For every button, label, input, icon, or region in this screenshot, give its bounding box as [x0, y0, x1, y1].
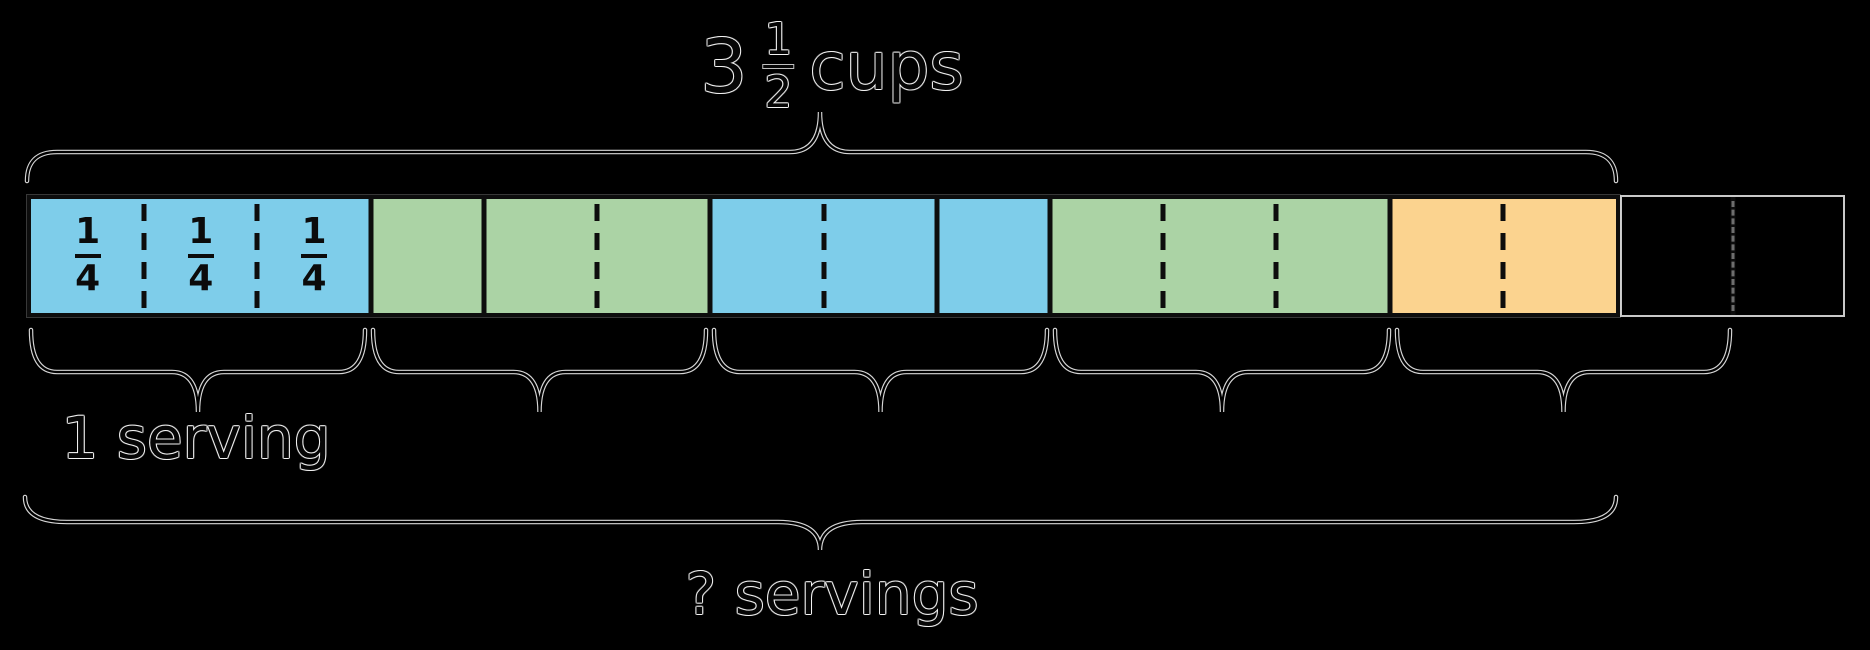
quarter-numerator: 1	[75, 211, 101, 253]
cups-unit: cups	[809, 27, 964, 105]
bar-cell-6-green	[597, 199, 711, 313]
bar-cell-10-green	[1049, 199, 1164, 313]
servings-brace	[22, 494, 1619, 551]
cell-divider-solid	[1730, 197, 1735, 315]
bar-cell-16-empty	[1733, 197, 1844, 315]
bar-cell-14-orange	[1502, 199, 1617, 313]
fraction-bar	[301, 254, 328, 258]
cell-divider-solid	[1047, 199, 1053, 313]
cell-divider-dashed	[254, 204, 260, 308]
serving-brace-5	[1394, 327, 1733, 413]
bar-cell-9-blue	[936, 199, 1050, 313]
cell-divider-ghost-dashed	[1731, 201, 1734, 311]
cell-divider-dashed	[594, 204, 600, 308]
cell-divider-dashed	[1273, 204, 1279, 308]
bar-cell-5-green	[483, 199, 598, 313]
bar-cell-12-green	[1276, 199, 1390, 313]
fraction-bar	[74, 254, 101, 258]
one-serving-label: 1 serving	[61, 404, 331, 472]
quarter-denominator: 4	[75, 258, 101, 299]
serving-brace-2	[370, 327, 709, 413]
bar-cell-7-blue	[710, 199, 824, 313]
cell-divider-dashed	[1160, 204, 1166, 308]
bar-cell-4-green	[370, 199, 484, 313]
cell-divider-solid	[1387, 199, 1393, 313]
quarter-denominator: 4	[188, 258, 214, 299]
cell-divider-dashed	[141, 204, 147, 308]
cups-whole-number: 3	[700, 23, 748, 110]
serving-brace-4	[1052, 327, 1392, 413]
quarter-numerator: 1	[188, 211, 214, 253]
cell-divider-solid	[707, 199, 713, 313]
total-cups-label: 3 1 2 cups	[700, 18, 964, 115]
tape-bar-empty	[1620, 195, 1845, 317]
bar-cell-13-orange	[1389, 199, 1503, 313]
cell-divider-dashed	[1500, 204, 1506, 308]
fraction-bar	[763, 65, 794, 68]
bar-cell-8-blue	[823, 199, 937, 313]
cell-divider-solid	[934, 199, 940, 313]
quarter-numerator: 1	[301, 211, 327, 253]
bar-cell-15-empty	[1622, 197, 1733, 315]
cups-fraction-denominator: 2	[764, 67, 793, 118]
cell-divider-solid	[481, 199, 487, 313]
cell-divider-dashed	[821, 204, 826, 308]
serving-brace-3	[711, 327, 1050, 413]
cups-fraction-numerator: 1	[764, 14, 793, 65]
cell-divider-solid	[368, 199, 374, 313]
cups-fraction: 1 2	[763, 14, 794, 118]
question-servings-label: ? servings	[685, 560, 979, 628]
serving-brace-1	[28, 327, 368, 413]
bar-cell-11-green	[1163, 199, 1277, 313]
fraction-bar	[187, 254, 214, 258]
quarter-denominator: 4	[301, 258, 327, 299]
cups-brace	[24, 111, 1619, 184]
